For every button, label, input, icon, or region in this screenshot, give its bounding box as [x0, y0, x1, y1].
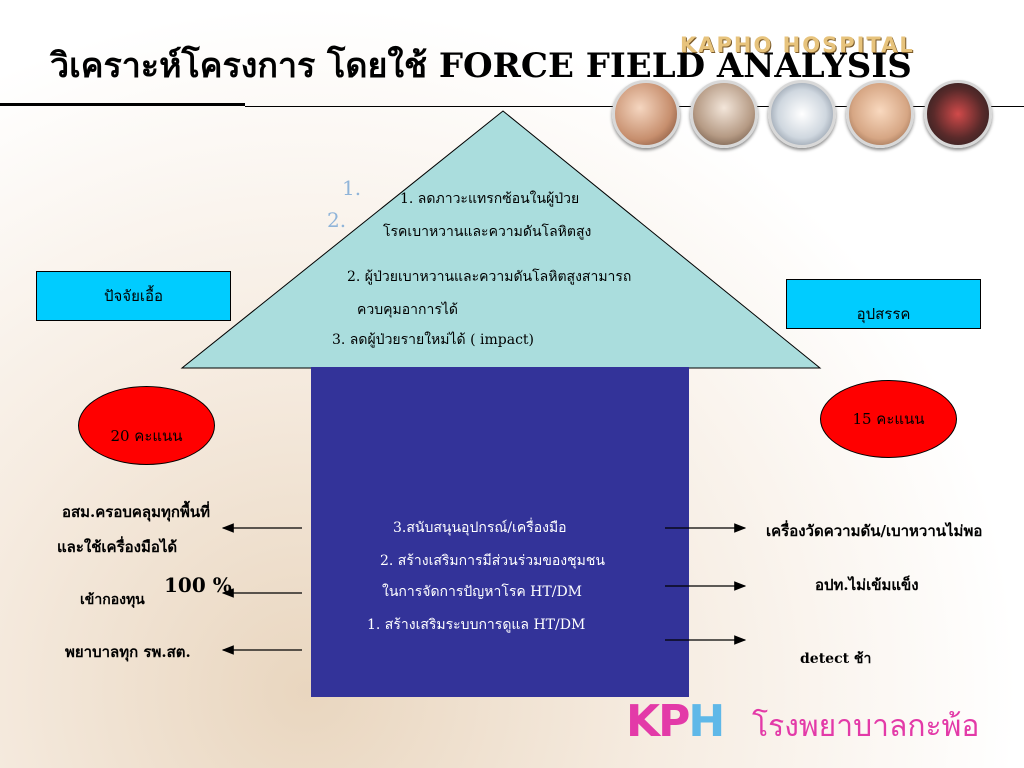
- obstacle-3: detect ช้า: [800, 651, 872, 667]
- enabler-2-text: เข้ากองทุน: [80, 592, 145, 608]
- goal-3: 3. ลดผู้ป่วยรายใหม่ได้ ( impact): [332, 332, 534, 348]
- slide-title: วิเคราะห์โครงการ โดยใช้ FORCE FIELD ANAL…: [50, 46, 912, 86]
- enabler-2-percent: 100 %: [164, 573, 232, 597]
- title-rule-thick: [0, 103, 245, 106]
- hospital-name: โรงพยาบาลกะพ้อ: [752, 709, 980, 744]
- obstacles-score: 15 คะแนน: [820, 380, 957, 458]
- enabler-1-line-2: และใช้เครื่องมือได้: [57, 538, 178, 556]
- hospital-banner: KAPHO HOSPITAL: [680, 33, 915, 57]
- goal-2-line-2: ควบคุมอาการได้: [357, 302, 458, 318]
- strategy-1: 1. สร้างเสริมระบบการดูแล HT/DM: [367, 617, 586, 633]
- enabler-3: พยาบาลทุก รพ.สต.: [65, 643, 191, 661]
- strategy-2-line-2: ในการจัดการปัญหาโรค HT/DM: [382, 584, 582, 600]
- goal-2-line-1: 2. ผู้ป่วยเบาหวานและความดันโลหิตสูงสามาร…: [347, 269, 632, 285]
- enablers-score: 20 คะแนน: [78, 386, 215, 465]
- kph-letter-p: P: [658, 696, 690, 747]
- kph-letter-h: H: [688, 696, 725, 747]
- stethoscope-icon: [768, 80, 836, 148]
- goal-1-line-2: โรคเบาหวานและความดันโลหิตสูง: [383, 224, 592, 240]
- strategy-2-line-1: 2. สร้างเสริมการมีส่วนร่วมของชุมชน: [380, 553, 605, 569]
- obstacle-1: เครื่องวัดความดัน/เบาหวานไม่พอ: [766, 522, 983, 540]
- baby-feet-icon: [612, 80, 680, 148]
- baby-icon: [846, 80, 914, 148]
- strategy-3: 3.สนับสนุนอุปกรณ์/เครื่องมือ: [393, 520, 567, 536]
- house-body: [311, 367, 689, 697]
- kph-logo: KPH: [626, 696, 725, 747]
- enabler-1-line-1: อสม.ครอบคลุมทุกพื้นที่: [62, 503, 211, 521]
- roof-number-1: 1.: [342, 176, 362, 200]
- enablers-header: ปัจจัยเอื้อ: [36, 271, 231, 321]
- obstacle-2: อปท.ไม่เข้มแข็ง: [815, 576, 919, 594]
- obstacles-header: อุปสรรค: [786, 279, 981, 329]
- goal-1-line-1: 1. ลดภาวะแทรกซ้อนในผู้ป่วย: [400, 191, 580, 207]
- hands-heart-icon: [924, 80, 992, 148]
- kph-letter-k: K: [626, 696, 660, 747]
- roof-number-2: 2.: [327, 208, 347, 232]
- doctor-patient-icon: [690, 80, 758, 148]
